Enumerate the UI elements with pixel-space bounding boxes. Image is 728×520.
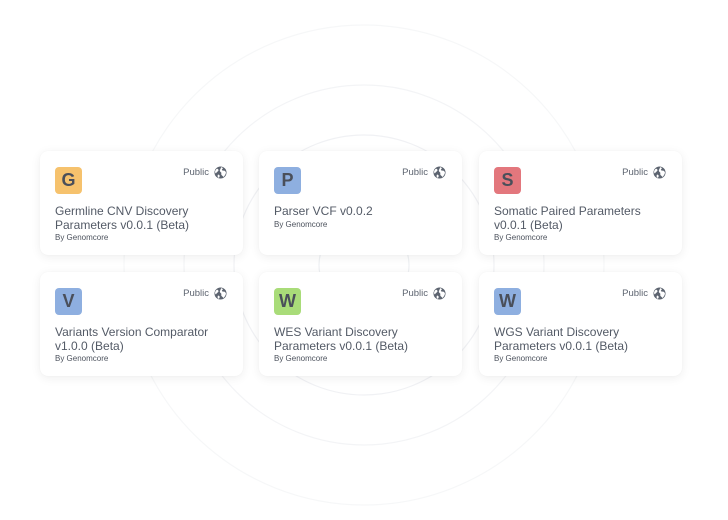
visibility-label: Public — [402, 288, 428, 299]
card-author: By Genomcore — [494, 354, 548, 363]
card-badge: V — [55, 288, 82, 315]
card-title: WES Variant Discovery Parameters v0.0.1 … — [274, 325, 454, 364]
globe-icon — [214, 287, 227, 300]
card-author: By Genomcore — [274, 219, 328, 229]
card-badge: W — [494, 288, 521, 315]
card-title-text: WES Variant Discovery Parameters v0.0.1 … — [274, 325, 409, 353]
workflow-card[interactable]: W Public WES Variant Discovery Parameter… — [259, 272, 462, 376]
visibility-label: Public — [183, 167, 209, 178]
visibility-indicator: Public — [183, 166, 227, 179]
card-title: Somatic Paired Parameters v0.0.1 (Beta) … — [494, 204, 674, 243]
visibility-indicator: Public — [402, 166, 446, 179]
workflow-card[interactable]: G Public Germline CNV Discovery Paramete… — [40, 151, 243, 255]
card-badge: W — [274, 288, 301, 315]
visibility-label: Public — [402, 167, 428, 178]
workflow-card[interactable]: V Public Variants Version Comparator v1.… — [40, 272, 243, 376]
card-title: Parser VCF v0.0.2 By Genomcore — [274, 204, 454, 230]
card-title: Variants Version Comparator v1.0.0 (Beta… — [55, 325, 235, 364]
globe-icon — [433, 166, 446, 179]
visibility-label: Public — [622, 167, 648, 178]
workflow-card[interactable]: P Public Parser VCF v0.0.2 By Genomcore — [259, 151, 462, 255]
visibility-indicator: Public — [183, 287, 227, 300]
card-title-text: Somatic Paired Parameters v0.0.1 (Beta) — [494, 204, 641, 232]
card-author: By Genomcore — [494, 233, 548, 242]
visibility-label: Public — [622, 288, 648, 299]
workflow-card[interactable]: W Public WGS Variant Discovery Parameter… — [479, 272, 682, 376]
globe-icon — [214, 166, 227, 179]
workflow-card[interactable]: S Public Somatic Paired Parameters v0.0.… — [479, 151, 682, 255]
visibility-indicator: Public — [622, 287, 666, 300]
globe-icon — [653, 166, 666, 179]
globe-icon — [653, 287, 666, 300]
card-title: Germline CNV Discovery Parameters v0.0.1… — [55, 204, 235, 243]
card-title-text: WGS Variant Discovery Parameters v0.0.1 … — [494, 325, 629, 353]
card-title: WGS Variant Discovery Parameters v0.0.1 … — [494, 325, 674, 364]
card-badge: G — [55, 167, 82, 194]
card-title-text: Variants Version Comparator v1.0.0 (Beta… — [55, 325, 209, 353]
card-author: By Genomcore — [274, 354, 328, 363]
card-author: By Genomcore — [55, 233, 109, 242]
card-title-text: Germline CNV Discovery Parameters v0.0.1… — [55, 204, 190, 232]
globe-icon — [433, 287, 446, 300]
card-badge: P — [274, 167, 301, 194]
visibility-indicator: Public — [622, 166, 666, 179]
card-author: By Genomcore — [55, 354, 109, 363]
visibility-indicator: Public — [402, 287, 446, 300]
card-title-text: Parser VCF v0.0.2 — [274, 204, 373, 218]
card-badge: S — [494, 167, 521, 194]
visibility-label: Public — [183, 288, 209, 299]
